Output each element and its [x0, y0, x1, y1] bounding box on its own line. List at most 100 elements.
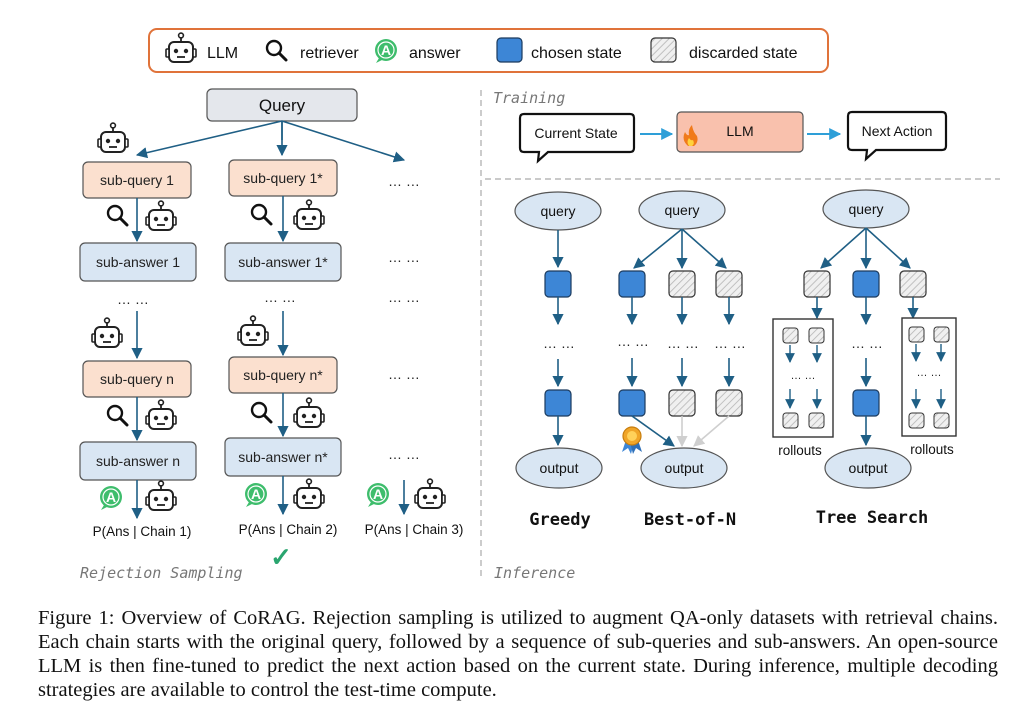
discarded-state	[782, 412, 799, 429]
tree-search-title: Tree Search	[816, 508, 929, 528]
ellipsis: … …	[667, 335, 699, 351]
ellipsis: … …	[543, 335, 575, 351]
query-label: Query	[259, 96, 306, 115]
chosen-state-swatch	[496, 37, 523, 63]
best-of-n-query-label: query	[664, 202, 699, 218]
retriever-icon	[250, 203, 273, 226]
chosen-state	[618, 389, 646, 417]
llm-training-label: LLM	[726, 123, 753, 139]
chain-2-probability: P(Ans | Chain 2)	[239, 522, 338, 537]
rollouts-label: rollouts	[910, 442, 954, 457]
ellipsis: … …	[790, 370, 815, 382]
rejection-sampling-panel: Query sub-query 1 sub-answer 1 … … sub-q…	[79, 88, 464, 582]
discarded-state	[668, 270, 696, 298]
output-node	[515, 447, 603, 489]
next-action-bubble	[846, 110, 948, 162]
training-label: Training	[493, 89, 565, 107]
discarded-state	[908, 326, 925, 343]
figure-caption: Figure 1: Overview of CoRAG. Rejection s…	[38, 607, 998, 701]
training-panel: Training Current State LLM Next Action	[493, 89, 948, 164]
legend: LLM retriever answer chosen state discar…	[148, 28, 829, 73]
corag-overview-figure: A LLM retriever answer chosen state disc…	[79, 28, 1000, 582]
subanswer-1-star-label: sub-answer 1*	[238, 254, 328, 270]
ellipsis: … …	[388, 366, 420, 382]
subanswer-1-box	[79, 242, 197, 282]
chain-1-probability: P(Ans | Chain 1)	[93, 524, 192, 539]
ellipsis: … …	[714, 335, 746, 351]
fire-icon	[683, 125, 698, 146]
rejection-sampling-label: Rejection Sampling	[80, 564, 243, 582]
subquery-1-label: sub-query 1	[100, 172, 174, 188]
legend-discarded-label: discarded state	[689, 45, 798, 62]
retriever-icon	[106, 404, 129, 427]
greedy-title: Greedy	[529, 510, 590, 530]
legend-retriever-label: retriever	[300, 45, 359, 62]
discarded-state	[908, 412, 925, 429]
ellipsis: … …	[617, 333, 649, 349]
discarded-state-swatch	[650, 37, 677, 63]
legend-chosen-label: chosen state	[531, 45, 622, 62]
retriever-icon	[106, 204, 129, 227]
ellipsis: … …	[388, 249, 420, 265]
discarded-state	[899, 270, 927, 298]
llm-icon	[293, 478, 325, 509]
subanswer-n-star-label: sub-answer n*	[238, 449, 328, 465]
subanswer-1-label: sub-answer 1	[96, 254, 180, 270]
chosen-state	[852, 389, 880, 417]
ellipsis: … …	[117, 291, 149, 307]
current-state-bubble	[518, 112, 636, 164]
llm-icon	[293, 199, 325, 230]
current-state-label: Current State	[534, 125, 617, 141]
answer-icon	[99, 485, 123, 511]
rollouts-label: rollouts	[778, 443, 822, 458]
inference-label: Inference	[494, 564, 575, 582]
chosen-state	[544, 270, 572, 298]
best-of-n-title: Best-of-N	[644, 510, 736, 530]
discarded-state	[782, 327, 799, 344]
llm-icon	[145, 200, 177, 231]
llm-icon	[293, 397, 325, 428]
tree-search-output-label: output	[849, 460, 888, 476]
chain-3-probability: P(Ans | Chain 3)	[365, 522, 464, 537]
subquery-n-label: sub-query n	[100, 371, 174, 387]
llm-training-box	[676, 111, 804, 153]
ellipsis: … …	[264, 289, 296, 305]
legend-answer-label: answer	[409, 45, 461, 62]
llm-icon	[145, 480, 177, 511]
discarded-state	[808, 412, 825, 429]
chosen-state	[544, 389, 572, 417]
ellipsis: … …	[916, 367, 941, 379]
chosen-state	[618, 270, 646, 298]
legend-llm-label: LLM	[207, 45, 238, 62]
discarded-state	[715, 270, 743, 298]
llm-icon	[145, 399, 177, 430]
subanswer-n-label: sub-answer n	[96, 453, 180, 469]
answer-icon	[366, 482, 390, 508]
tree-search-query-label: query	[848, 201, 883, 217]
output-node	[824, 447, 912, 489]
answer-icon	[244, 482, 268, 508]
llm-icon	[414, 478, 446, 509]
llm-icon	[97, 122, 129, 153]
greedy-query-label: query	[540, 203, 575, 219]
discarded-state	[933, 326, 950, 343]
discarded-state	[715, 389, 743, 417]
ellipsis: … …	[851, 335, 883, 351]
subanswer-1-star-box	[224, 242, 342, 282]
subquery-n-star-label: sub-query n*	[243, 367, 323, 383]
discarded-state	[808, 327, 825, 344]
best-of-n-output-label: output	[665, 460, 704, 476]
discarded-state	[933, 412, 950, 429]
greedy-output-label: output	[540, 460, 579, 476]
inference-panel: query … … output Greedy query … … … … … …	[494, 189, 957, 582]
check-icon: ✓	[270, 542, 292, 572]
llm-icon	[237, 315, 269, 346]
ellipsis: … …	[388, 173, 420, 189]
discarded-state	[803, 270, 831, 298]
next-action-label: Next Action	[862, 123, 933, 139]
ellipsis: … …	[388, 446, 420, 462]
discarded-state	[668, 389, 696, 417]
llm-icon	[91, 317, 123, 348]
medal-icon	[622, 426, 642, 454]
ellipsis: … …	[388, 289, 420, 305]
